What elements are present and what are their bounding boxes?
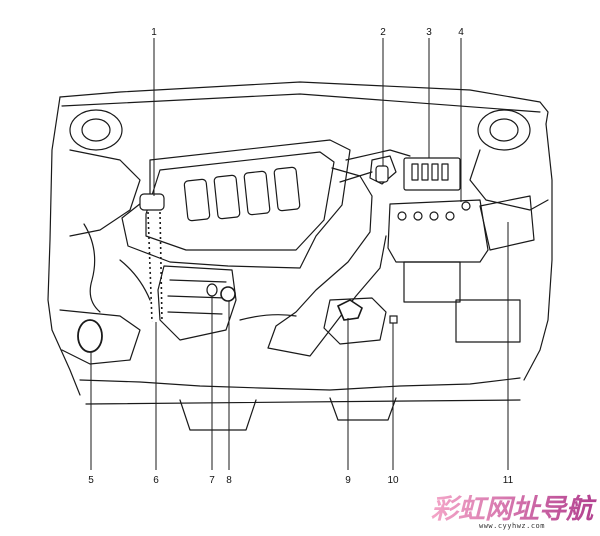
right-strut-tower — [477, 109, 531, 151]
callout-4: 4 — [458, 27, 464, 38]
power-steering-cap-marker — [220, 286, 236, 302]
battery-cover — [479, 195, 535, 251]
left-strut-tower — [69, 109, 123, 151]
right-fender — [523, 123, 553, 381]
brake-reservoir — [369, 155, 397, 185]
coolant-reservoir — [323, 297, 387, 345]
intake-duct — [267, 167, 387, 357]
coolant-cap-marker — [336, 299, 363, 321]
callout-6: 6 — [153, 475, 159, 486]
washer-cap-marker — [77, 319, 103, 353]
cowl-line — [61, 93, 541, 113]
callout-2: 2 — [380, 27, 386, 38]
watermark: 彩虹网址导航 www.cyyhwz.com — [431, 494, 597, 530]
callout-3: 3 — [426, 27, 432, 38]
callout-5: 5 — [88, 475, 94, 486]
callout-labels: 1 2 3 4 5 6 7 8 9 10 11 — [88, 27, 513, 486]
engine-cover — [121, 139, 351, 269]
engine-block — [157, 265, 237, 341]
part-markers — [77, 165, 398, 353]
watermark-text: 彩虹网址导航 — [431, 494, 597, 525]
hood-outline — [59, 81, 549, 125]
fuse-box — [403, 157, 461, 191]
left-fender — [47, 96, 81, 396]
radiator-support — [79, 377, 521, 391]
dipstick-marker — [206, 283, 218, 297]
engine-bay-drawing — [47, 81, 553, 431]
callout-1: 1 — [151, 27, 157, 38]
oil-filler-cap-marker — [139, 193, 165, 211]
leader-lines — [90, 38, 509, 470]
callout-8: 8 — [226, 475, 232, 486]
callout-9: 9 — [345, 475, 351, 486]
watermark-url: www.cyyhwz.com — [479, 522, 545, 530]
battery-terminal-marker — [375, 165, 389, 183]
callout-7: 7 — [209, 475, 215, 486]
battery — [387, 199, 489, 263]
dipstick-dotted-path — [147, 211, 163, 323]
callout-11: 11 — [503, 475, 514, 486]
callout-10: 10 — [387, 475, 399, 486]
fuse-marker — [389, 315, 398, 324]
